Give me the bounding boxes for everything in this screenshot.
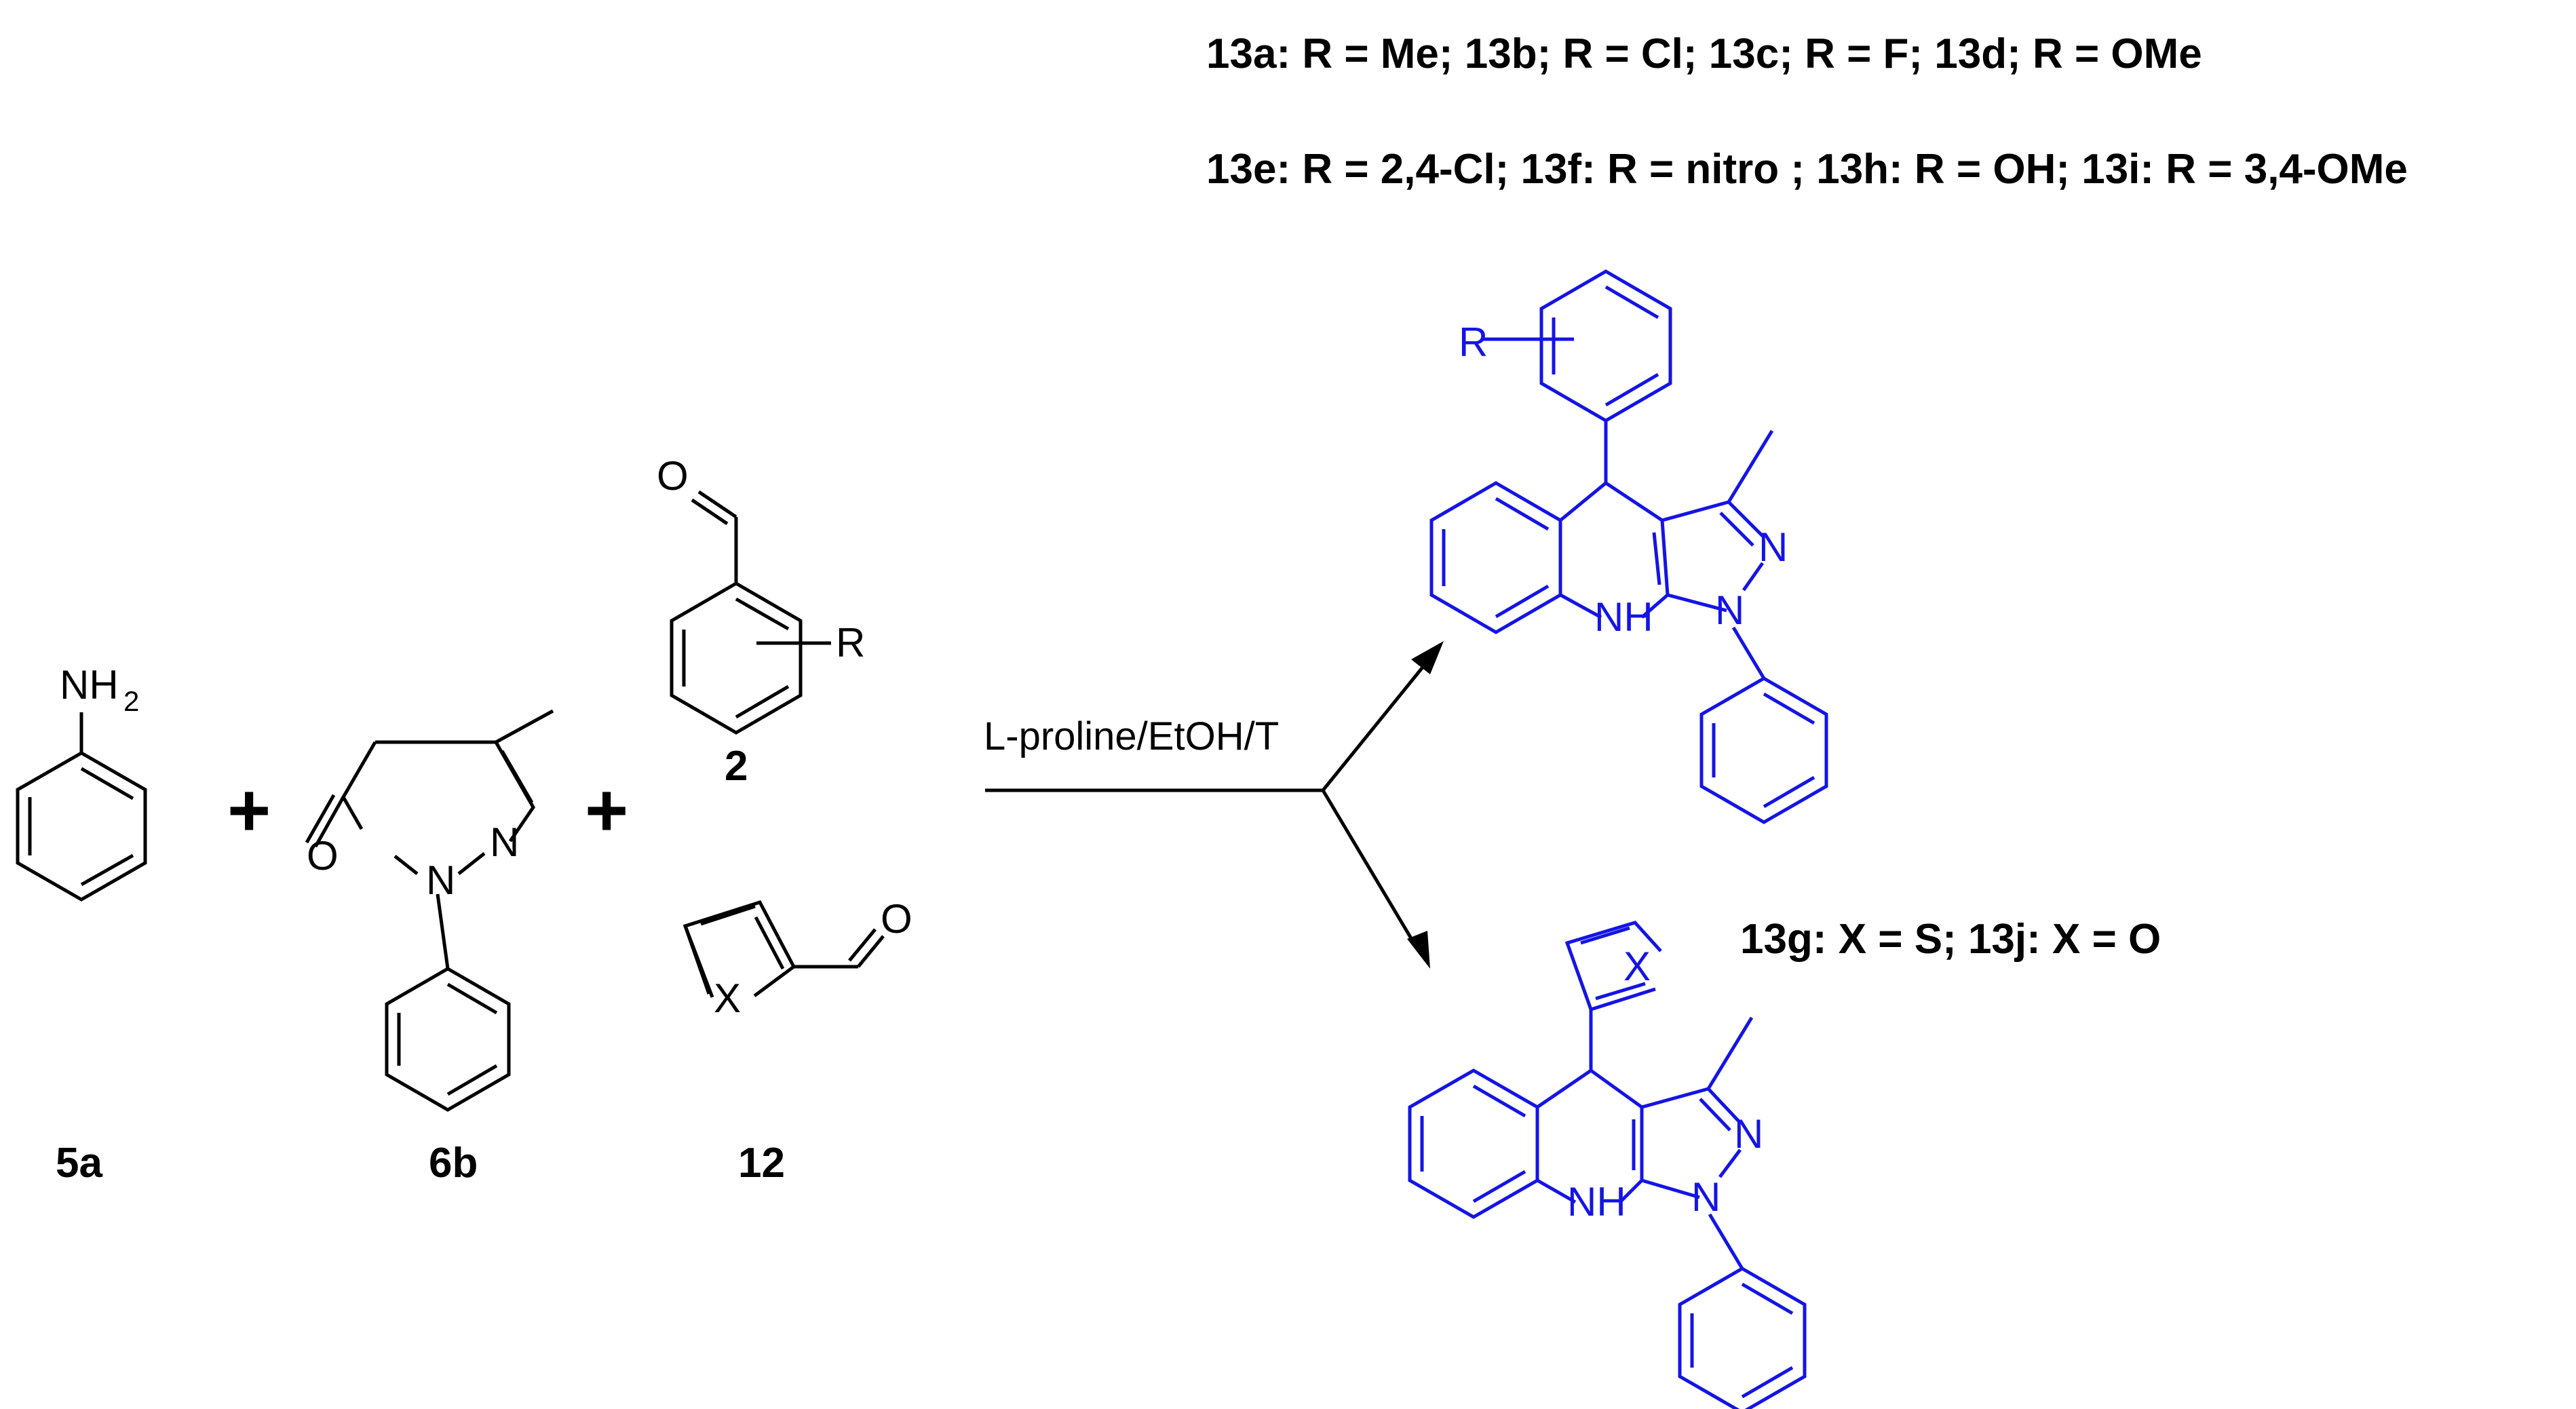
amine-nh-label: NH [60, 662, 119, 708]
substituent-line-3: 13g: X = S; 13j: X = O [1740, 916, 2161, 963]
amine-subscript: 2 [123, 685, 139, 717]
product-hetero-nh-label: NH [1567, 1179, 1626, 1224]
compound-label-6b: 6b [429, 1140, 478, 1186]
compound-12-heteroaryl-aldehyde: X O [683, 896, 912, 1021]
product-13-heteroaryl: X N N NH [1408, 921, 1807, 1409]
plus-sign-1: + [227, 769, 271, 852]
plus-sign-2: + [585, 769, 628, 852]
hetero-x-label: X [714, 976, 741, 1021]
compound-label-2: 2 [725, 743, 748, 790]
compound-label-5a: 5a [56, 1140, 102, 1186]
reaction-conditions: L-proline/EtOH/T [984, 714, 1279, 758]
product-aryl-r-label: R [1459, 320, 1488, 365]
product-13-aryl: R N N NH [1429, 269, 1828, 824]
aldehyde-o-label: O [657, 453, 689, 499]
product-aryl-nh-label: NH [1594, 594, 1653, 640]
compound-2-benzaldehyde: O R [657, 453, 865, 735]
pyrazolone-n1-label: N [426, 857, 455, 903]
substituent-line-1: 13a: R = Me; 13b; R = Cl; 13c; R = F; 13… [1206, 31, 2202, 77]
arrowhead-upper [1411, 641, 1444, 674]
compound-6b-pyrazolone: O N N [305, 709, 554, 1112]
product-hetero-x-label: X [1623, 944, 1651, 989]
pyrazolone-n2-label: N [490, 819, 519, 865]
substituent-line-2: 13e: R = 2,4-Cl; 13f: R = nitro ; 13h: R… [1206, 146, 2408, 193]
product-aryl-n1-label: N [1715, 587, 1744, 633]
carbonyl-o-label: O [307, 833, 339, 879]
branched-reaction-arrow [985, 641, 1444, 969]
benzaldehyde-r-label: R [836, 620, 865, 665]
product-aryl-n2-label: N [1758, 524, 1788, 570]
compound-label-12: 12 [738, 1140, 785, 1186]
product-hetero-n1-label: N [1691, 1174, 1720, 1220]
compound-5a-aniline: NH 2 [16, 662, 147, 902]
arrowhead-lower [1407, 931, 1430, 969]
product-hetero-n2-label: N [1734, 1111, 1763, 1157]
hetero-aldehyde-o-label: O [881, 896, 912, 942]
